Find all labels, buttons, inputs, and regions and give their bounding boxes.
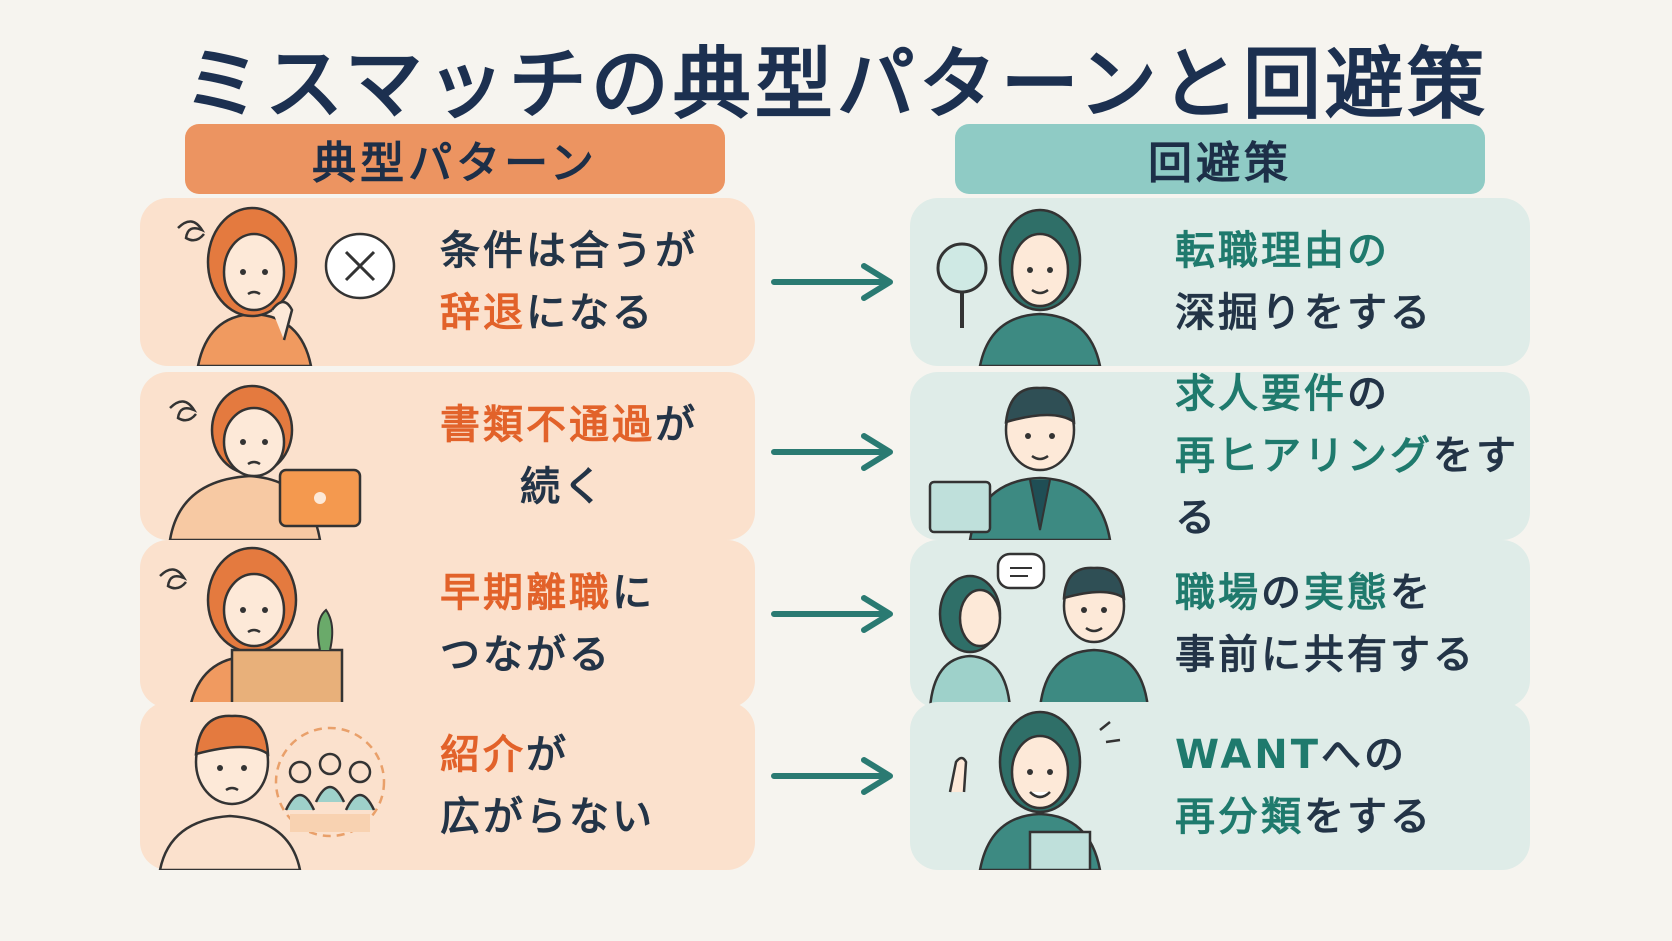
pattern-line2: 広がらない xyxy=(440,794,655,840)
pattern-text: 条件は合うが 辞退になる xyxy=(440,198,740,366)
solution-text: 転職理由の 深掘りをする xyxy=(1175,198,1525,366)
pattern-plain: が xyxy=(526,732,569,778)
solution-line2: 事前に共有する xyxy=(1175,632,1476,678)
pattern-card-declined: 条件は合うが 辞退になる xyxy=(140,198,755,366)
pattern-accent: 辞退 xyxy=(440,290,526,336)
pattern-plain: が xyxy=(655,402,698,448)
arrow-right-icon xyxy=(771,595,893,633)
pattern-line2: 辞退になる xyxy=(440,282,740,344)
pattern-accent: 紹介 xyxy=(440,732,526,778)
worried-woman-icon xyxy=(177,206,396,366)
box-woman-icon xyxy=(159,546,344,708)
arrow-right-icon xyxy=(771,757,893,795)
solution-accent: 職場 xyxy=(1175,570,1261,616)
pattern-line1: 条件は合うが xyxy=(440,228,698,274)
solution-accent: 実態 xyxy=(1304,570,1390,616)
pattern-card-early-leave: 早期離職に つながる xyxy=(140,540,755,708)
pattern-card-documents: 書類不通過が 続く xyxy=(140,372,755,540)
solution-accent: WANT xyxy=(1175,732,1322,778)
pattern-text: 紹介が 広がらない xyxy=(440,702,740,870)
solution-plain: への xyxy=(1321,732,1408,778)
solution-line2: 再分類をする xyxy=(1175,786,1525,848)
pattern-line1: 書類不通過が xyxy=(440,394,740,456)
laptop-man-icon xyxy=(168,384,362,540)
pattern-text: 早期離職に つながる xyxy=(440,540,740,708)
solution-accent: 求人要件 xyxy=(1175,371,1347,417)
solution-plain: の xyxy=(1261,570,1304,616)
people-group-icon xyxy=(158,714,386,870)
solution-line1: 職場の実態を xyxy=(1175,562,1525,624)
pointing-woman-icon xyxy=(948,710,1121,870)
pattern-plain: に xyxy=(612,570,655,616)
pattern-text: 書類不通過が 続く xyxy=(440,372,740,540)
clipboard-man-icon xyxy=(928,386,1112,540)
solution-plain: をする xyxy=(1304,794,1433,840)
arrow-right-icon xyxy=(771,433,893,471)
magnifier-woman-icon xyxy=(936,208,1102,366)
solution-plain: を xyxy=(1390,570,1433,616)
pattern-plain: になる xyxy=(526,290,655,336)
pattern-line2: つながる xyxy=(440,632,612,678)
page-title: ミスマッチの典型パターンと回避策 xyxy=(183,40,1489,130)
solution-card-share: 職場の実態を 事前に共有する xyxy=(910,540,1530,708)
solution-card-reason: 転職理由の 深掘りをする xyxy=(910,198,1530,366)
arrow-right-icon xyxy=(771,263,893,301)
header-typical-patterns: 典型パターン xyxy=(185,124,725,194)
solution-accent: 再ヒアリング xyxy=(1175,433,1433,479)
solution-text: 職場の実態を 事前に共有する xyxy=(1175,540,1525,708)
pattern-line1: 早期離職に xyxy=(440,562,740,624)
solution-line2: 深掘りをする xyxy=(1175,290,1433,336)
pattern-line1: 紹介が xyxy=(440,724,740,786)
solution-text: 求人要件の 再ヒアリングをする xyxy=(1175,371,1525,541)
solution-line1: 求人要件の xyxy=(1175,363,1525,425)
conversation-icon xyxy=(928,552,1150,708)
header-solutions: 回避策 xyxy=(955,124,1485,194)
solution-line1: WANTへの xyxy=(1175,724,1525,786)
solution-accent: 再分類 xyxy=(1175,794,1304,840)
solution-line2: 再ヒアリングをする xyxy=(1175,425,1525,549)
solution-text: WANTへの 再分類をする xyxy=(1175,702,1525,870)
pattern-line2: 続く xyxy=(520,464,606,510)
pattern-accent: 書類不通過 xyxy=(440,402,655,448)
pattern-accent: 早期離職 xyxy=(440,570,612,616)
pattern-card-referral: 紹介が 広がらない xyxy=(140,702,755,870)
solution-plain: をする xyxy=(1175,433,1519,541)
solution-line1: 転職理由の xyxy=(1175,228,1390,274)
solution-card-hearing: 求人要件の 再ヒアリングをする xyxy=(910,371,1530,541)
solution-card-want: WANTへの 再分類をする xyxy=(910,702,1530,870)
solution-plain: の xyxy=(1347,371,1390,417)
